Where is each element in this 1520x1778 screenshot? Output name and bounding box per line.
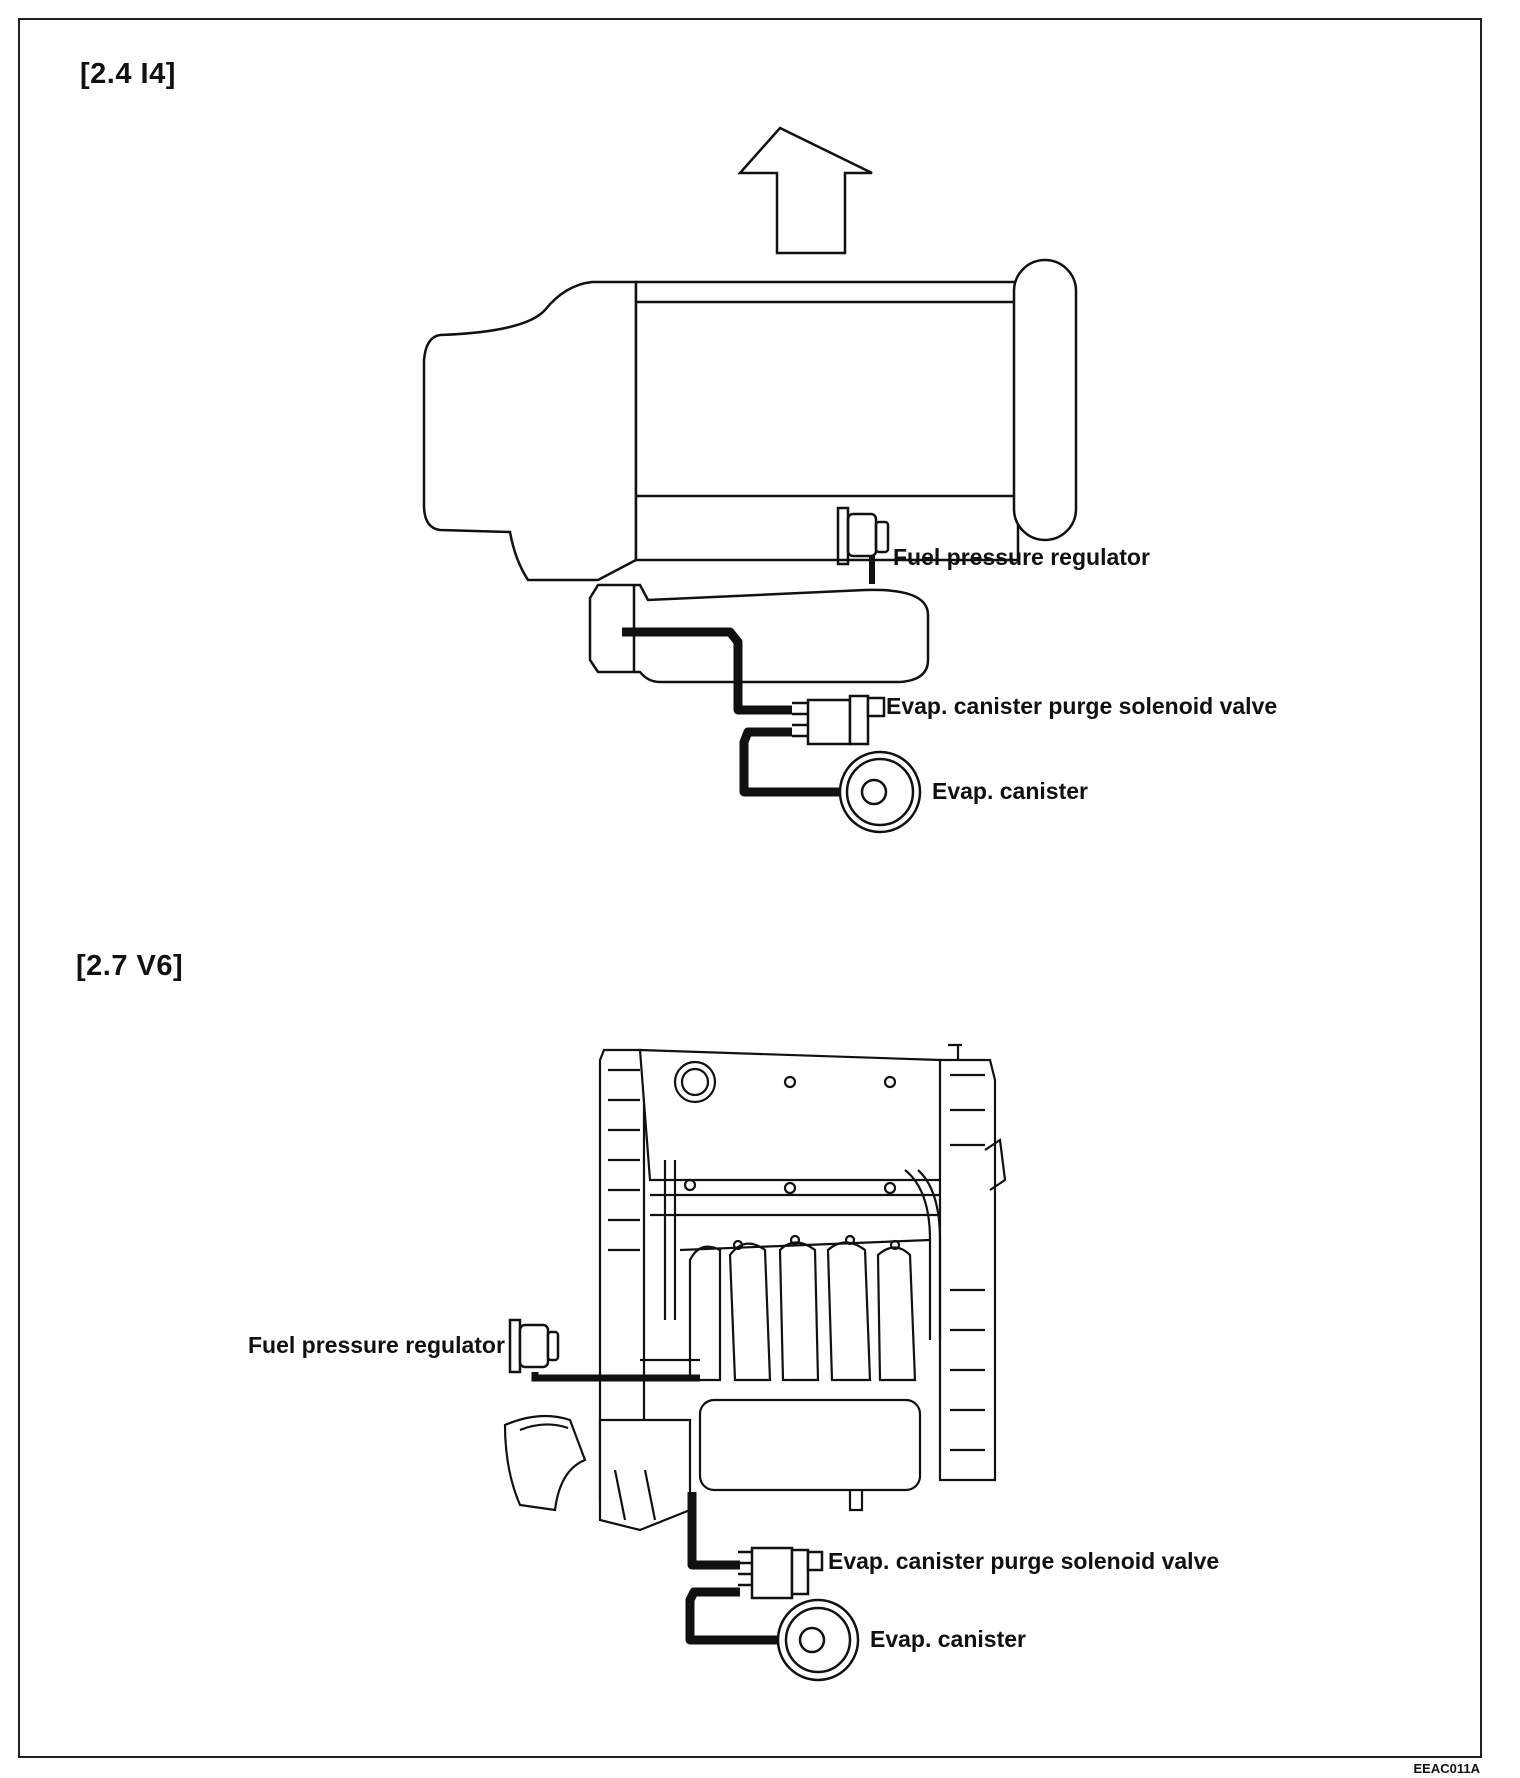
purge-solenoid-valve-v6 [738,1546,824,1600]
end-cap [1012,258,1078,542]
hose-i4-lower [739,727,862,797]
section-title-v6: [2.7 V6] [76,950,184,982]
up-arrow-icon [737,126,873,255]
hose-v6-regulator [531,1372,700,1382]
purge-solenoid-valve-i4 [792,694,886,746]
evap-canister-v6 [776,1598,860,1682]
figure-frame [18,18,1482,1758]
v6-engine-drawing [503,1043,1007,1532]
label-evap-canister-v6: Evap. canister [870,1626,1026,1652]
evap-canister-i4 [838,750,922,834]
intake-plenum [588,583,930,684]
hose-i4-upper [622,627,792,715]
figure-code: EEAC011A [1413,1761,1480,1776]
fuel-pressure-regulator-v6 [508,1318,560,1374]
label-fuel-pressure-regulator-v6: Fuel pressure regulator [248,1332,505,1358]
fuel-pressure-regulator-i4 [836,506,890,584]
oil-filler-cap [673,1060,717,1104]
label-purge-solenoid-valve-v6: Evap. canister purge solenoid valve [828,1548,1220,1574]
hose-v6-upper [687,1492,740,1570]
section-title-i4: [2.4 I4] [80,58,176,90]
label-fuel-pressure-regulator-i4: Fuel pressure regulator [893,544,1150,570]
air-cleaner-housing [422,280,638,582]
v6-plumbing [508,1318,860,1682]
air-cleaner-body [634,280,1020,562]
label-purge-solenoid-valve-i4: Evap. canister purge solenoid valve [886,693,1278,719]
label-evap-canister-i4: Evap. canister [932,778,1088,804]
v6-intake-plenum [698,1398,922,1492]
i4-diagram [422,126,1078,834]
hose-v6-lower [685,1587,804,1645]
